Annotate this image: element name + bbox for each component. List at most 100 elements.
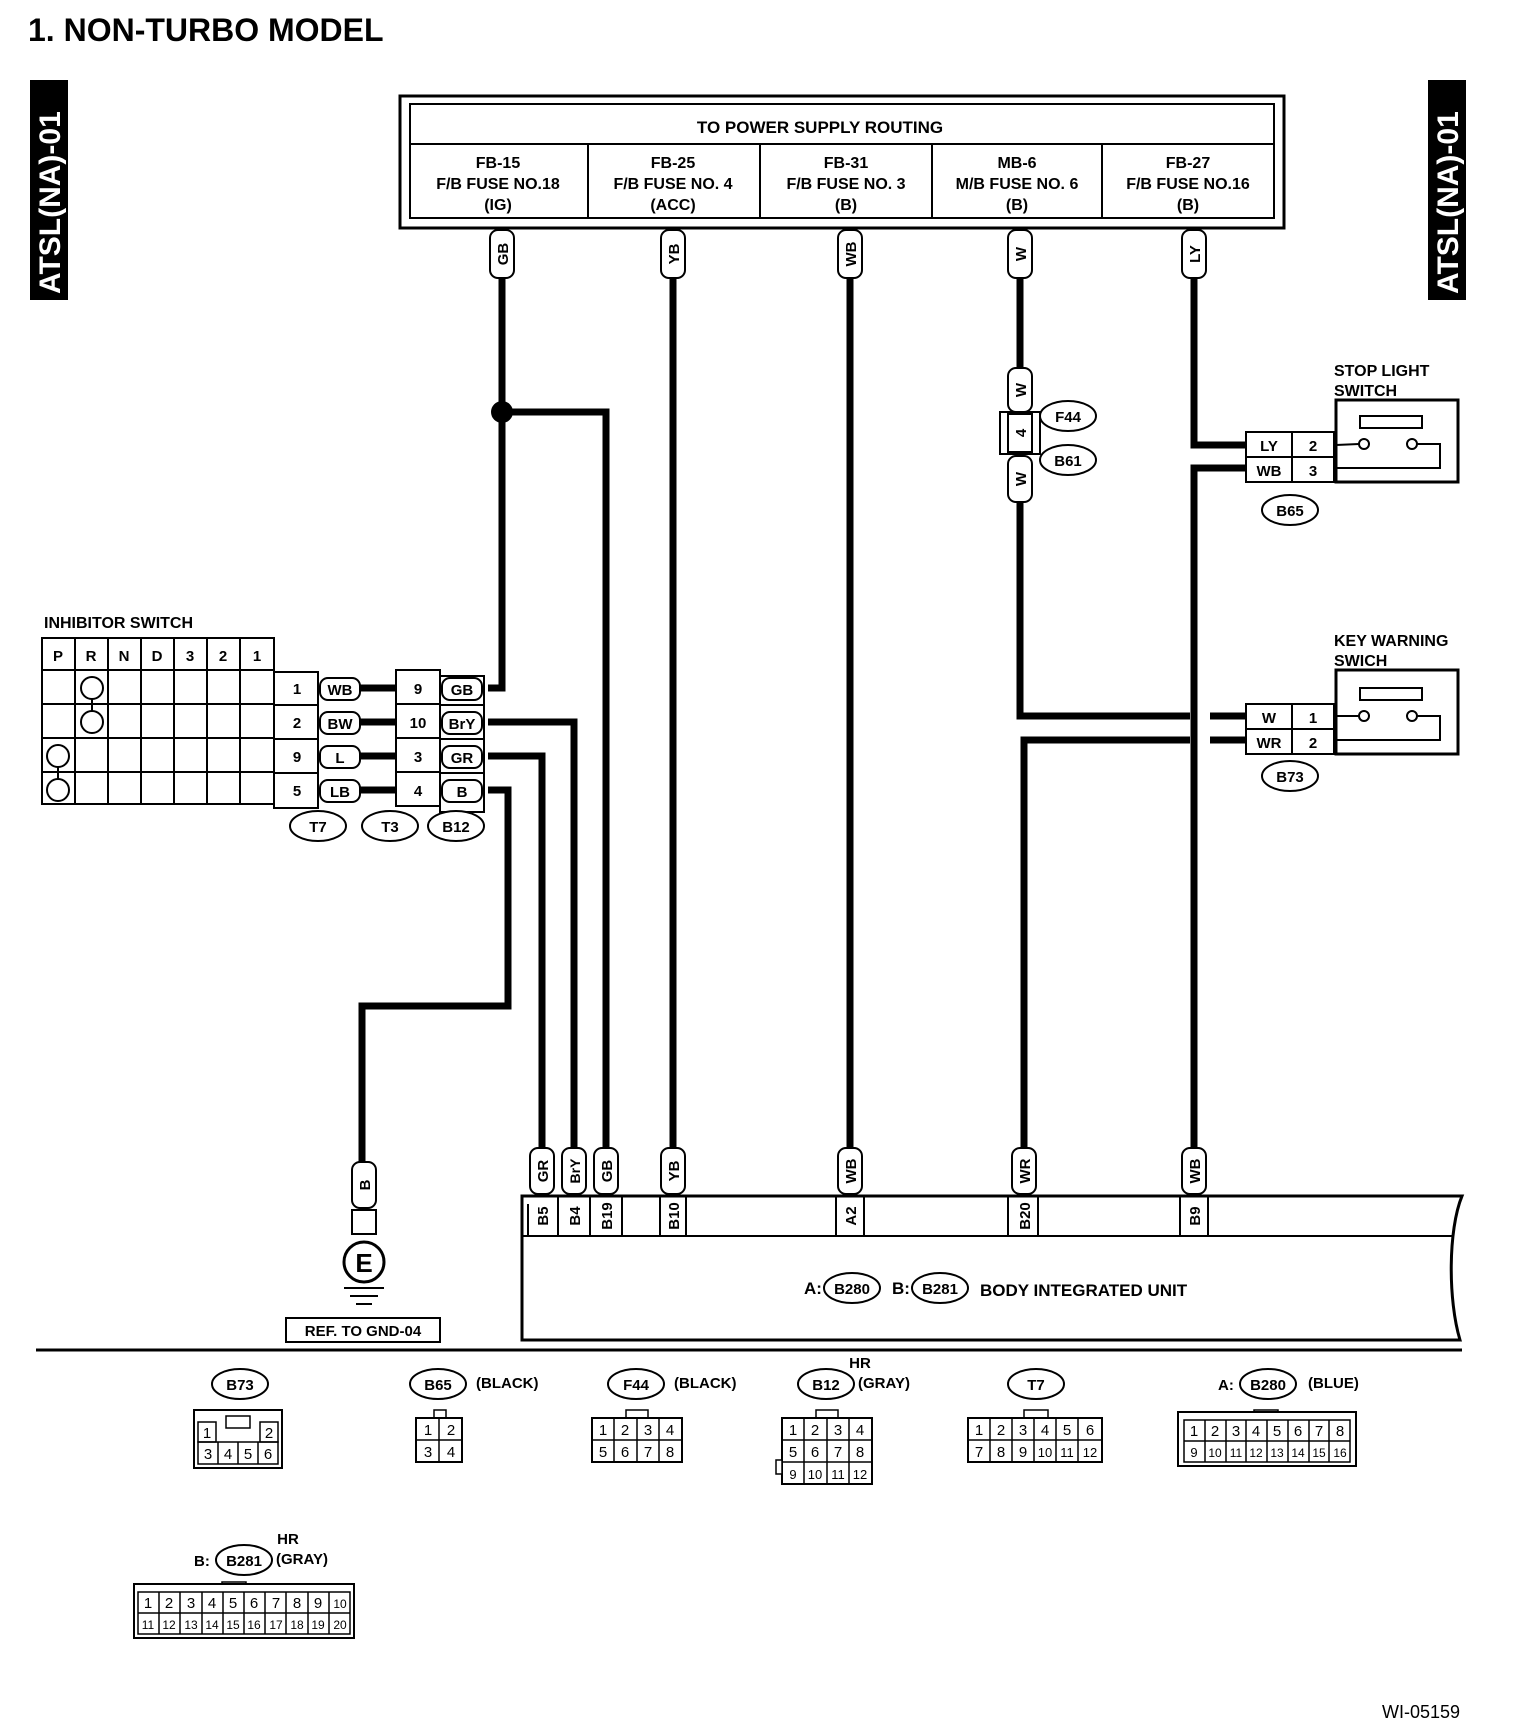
power-supply-header: TO POWER SUPPLY ROUTING — [697, 118, 943, 137]
svg-text:10: 10 — [1038, 1445, 1052, 1460]
svg-text:HR: HR — [277, 1531, 299, 1548]
connector-label-b12: B12 — [442, 819, 470, 836]
svg-text:B20: B20 — [1017, 1202, 1034, 1230]
svg-text:BW: BW — [328, 716, 354, 733]
svg-text:12: 12 — [853, 1467, 867, 1482]
svg-text:3: 3 — [186, 648, 194, 665]
svg-text:W: W — [1013, 471, 1030, 486]
svg-text:R: R — [86, 648, 97, 665]
svg-text:1: 1 — [1190, 1423, 1198, 1440]
svg-text:B12: B12 — [812, 1377, 840, 1394]
svg-text:LB: LB — [330, 784, 350, 801]
svg-text:D: D — [152, 648, 163, 665]
svg-text:10: 10 — [410, 715, 427, 732]
svg-text:WB: WB — [843, 1158, 860, 1183]
svg-text:2: 2 — [1309, 438, 1317, 455]
svg-text:B281: B281 — [226, 1553, 262, 1570]
svg-text:2: 2 — [165, 1595, 173, 1612]
wire-wr — [1020, 736, 1190, 1160]
svg-text:3: 3 — [204, 1446, 212, 1463]
svg-text:(GRAY): (GRAY) — [858, 1375, 910, 1392]
wire-gb — [488, 272, 506, 692]
svg-text:(GRAY): (GRAY) — [276, 1551, 328, 1568]
svg-text:W: W — [1013, 246, 1030, 261]
fuse-name: F/B FUSE NO. 4 — [613, 176, 732, 193]
wire-tags-bottom: GR BrY GB YB WB WR WB — [529, 1147, 1207, 1195]
svg-text:2: 2 — [997, 1422, 1005, 1439]
body-integrated-unit: B5 B4 B19 B10 A2 B20 B9 A: B280 B: B281 … — [520, 1194, 1465, 1342]
svg-text:3: 3 — [1019, 1422, 1027, 1439]
junction-dot — [491, 401, 513, 423]
fuse-mode: (B) — [1177, 197, 1199, 214]
svg-text:14: 14 — [205, 1618, 219, 1632]
page-title: 1. NON-TURBO MODEL — [28, 12, 384, 48]
svg-text:1: 1 — [144, 1595, 152, 1612]
connector-t3-b12: 9 10 3 4 GB BrY GR B — [395, 669, 485, 813]
svg-text:3: 3 — [424, 1444, 432, 1461]
svg-text:B19: B19 — [599, 1202, 616, 1230]
connector-label-f44: F44 — [1055, 409, 1082, 426]
fuse-mode: (B) — [1006, 197, 1028, 214]
svg-text:STOP LIGHT: STOP LIGHT — [1334, 363, 1430, 380]
svg-text:7: 7 — [975, 1444, 983, 1461]
svg-text:6: 6 — [1086, 1422, 1094, 1439]
connector-label-b281: B281 — [922, 1281, 958, 1298]
svg-text:GB: GB — [599, 1160, 616, 1183]
svg-text:WB: WB — [1257, 463, 1282, 480]
svg-text:1: 1 — [293, 681, 301, 698]
svg-text:4: 4 — [856, 1422, 864, 1439]
svg-text:8: 8 — [293, 1595, 301, 1612]
wire-gr — [488, 752, 546, 1160]
svg-text:9: 9 — [293, 749, 301, 766]
svg-text:(BLACK): (BLACK) — [476, 1375, 538, 1392]
svg-text:2: 2 — [293, 715, 301, 732]
wire-ly — [1190, 272, 1248, 449]
svg-text:6: 6 — [264, 1446, 272, 1463]
svg-text:16: 16 — [1333, 1446, 1347, 1460]
svg-text:SWITCH: SWITCH — [1334, 383, 1397, 400]
connector-label-t7: T7 — [309, 819, 327, 836]
fuse-mode: (B) — [835, 197, 857, 214]
svg-text:(BLUE): (BLUE) — [1308, 1375, 1359, 1392]
svg-text:1: 1 — [253, 648, 261, 665]
svg-text:B280: B280 — [1250, 1377, 1286, 1394]
svg-text:6: 6 — [1294, 1423, 1302, 1440]
svg-text:YB: YB — [666, 243, 683, 264]
svg-text:9: 9 — [789, 1467, 796, 1482]
svg-text:7: 7 — [834, 1444, 842, 1461]
svg-text:5: 5 — [1273, 1423, 1281, 1440]
svg-text:4: 4 — [1252, 1423, 1260, 1440]
svg-text:4: 4 — [414, 783, 423, 800]
svg-text:3: 3 — [834, 1422, 842, 1439]
svg-text:BrY: BrY — [449, 716, 476, 733]
ground-symbol: B E REF. TO GND-04 — [285, 1161, 441, 1343]
svg-text:B: B — [457, 784, 468, 801]
svg-text:1: 1 — [789, 1422, 797, 1439]
svg-text:ATSL(NA)-01: ATSL(NA)-01 — [34, 111, 67, 294]
svg-text:2: 2 — [1211, 1423, 1219, 1440]
fuse-name: F/B FUSE NO.16 — [1126, 176, 1250, 193]
svg-text:SWICH: SWICH — [1334, 653, 1387, 670]
svg-text:(BLACK): (BLACK) — [674, 1375, 736, 1392]
svg-text:2: 2 — [1309, 735, 1317, 752]
fuse-mode: (IG) — [484, 197, 512, 214]
svg-text:3: 3 — [1232, 1423, 1240, 1440]
svg-text:B4: B4 — [567, 1206, 584, 1226]
svg-text:20: 20 — [333, 1618, 347, 1632]
svg-text:GB: GB — [451, 682, 474, 699]
svg-text:7: 7 — [644, 1444, 652, 1461]
fuse-name: F/B FUSE NO. 3 — [786, 176, 905, 193]
svg-text:10: 10 — [333, 1597, 347, 1611]
svg-text:9: 9 — [1190, 1445, 1197, 1460]
svg-text:WB: WB — [1187, 1158, 1204, 1183]
wire-gb-branch — [502, 408, 610, 1160]
svg-text:4: 4 — [1013, 428, 1030, 437]
svg-text:P: P — [53, 648, 63, 665]
power-supply-box: TO POWER SUPPLY ROUTING FB-15 F/B FUSE N… — [398, 94, 1286, 230]
svg-text:1: 1 — [203, 1425, 211, 1442]
svg-text:3: 3 — [1309, 463, 1317, 480]
